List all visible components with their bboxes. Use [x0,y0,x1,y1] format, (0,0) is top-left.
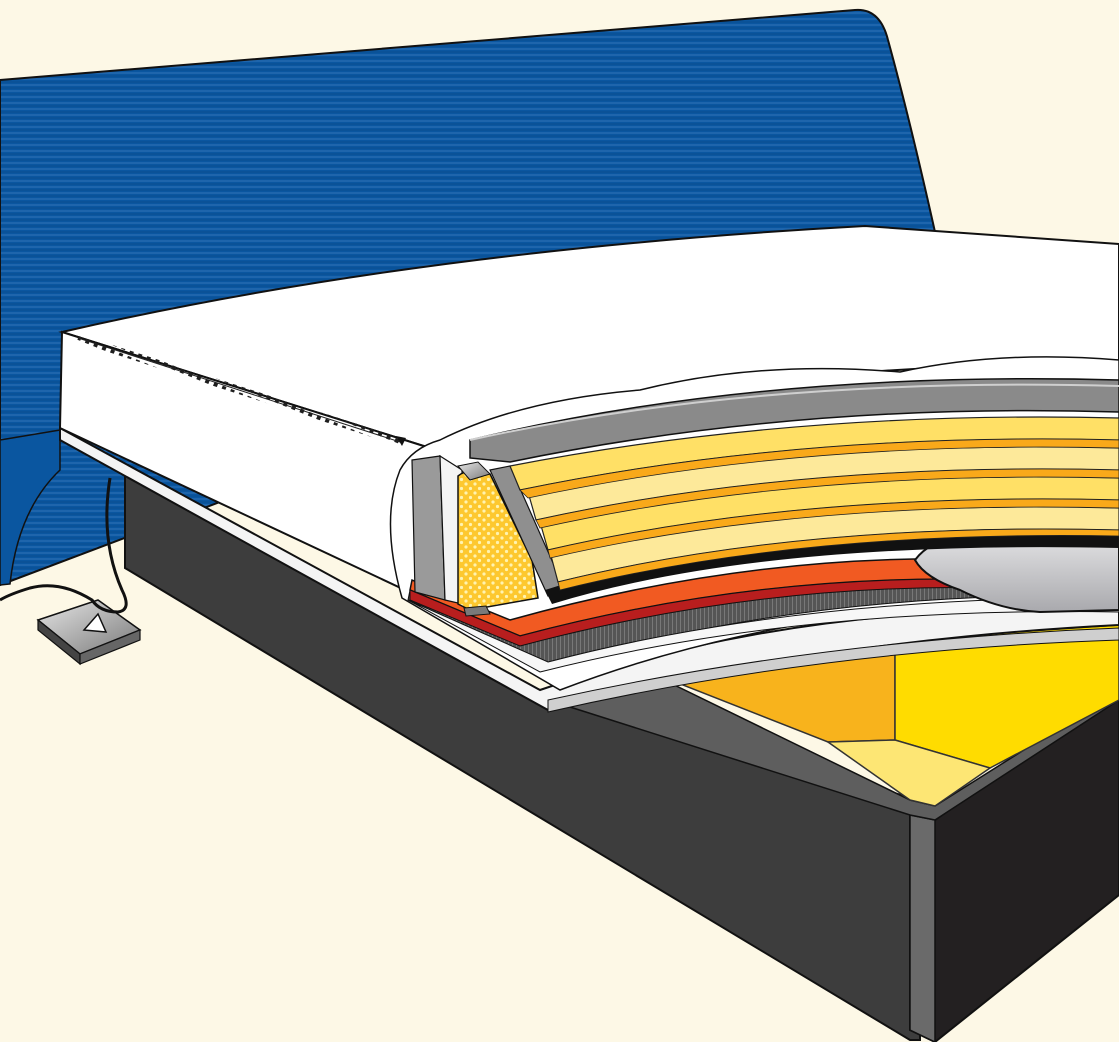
side-wall-layers [412,456,462,604]
